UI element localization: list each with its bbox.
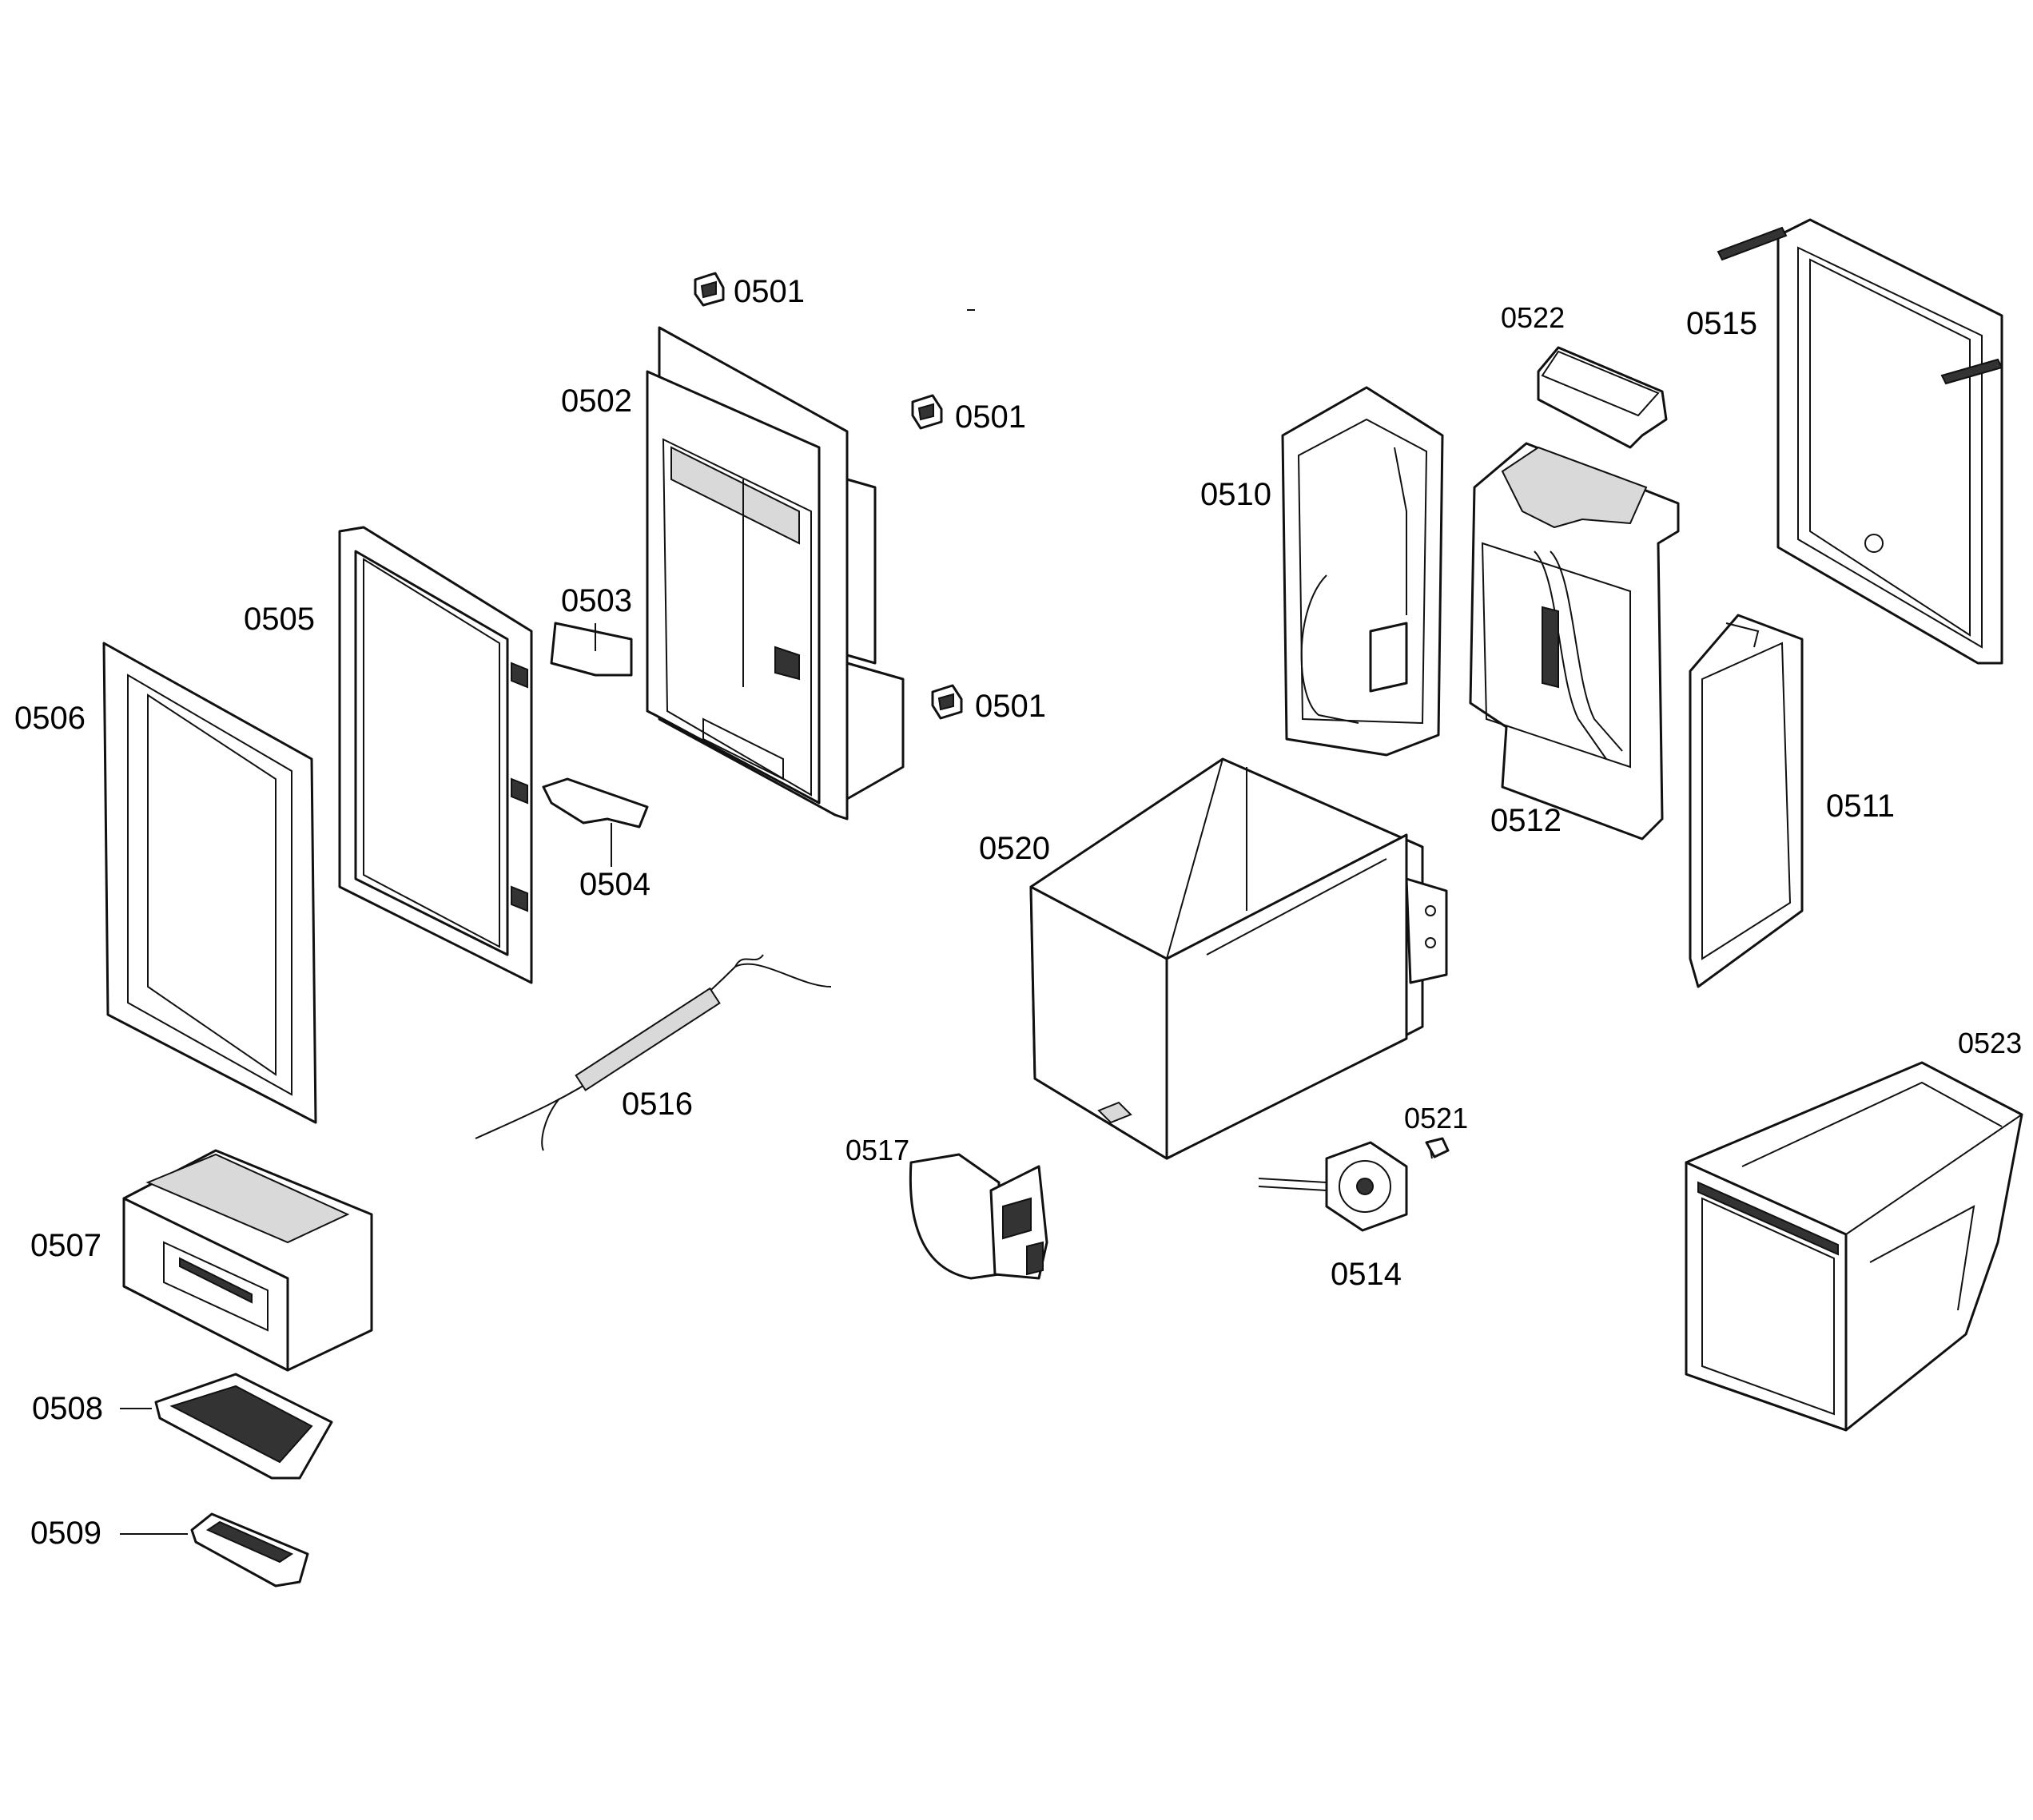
part-0501-clip-top <box>694 272 725 307</box>
label-0517: 0517 <box>845 1134 909 1166</box>
part-0517-actuator <box>909 1153 1048 1280</box>
part-0511-side-panel <box>1689 614 1804 988</box>
part-0515-door-panel <box>1717 218 2003 665</box>
label-0501-top: 0501 <box>734 274 805 309</box>
label-0506: 0506 <box>14 701 86 736</box>
label-0516: 0516 <box>622 1087 693 1122</box>
label-0514: 0514 <box>1331 1257 1402 1292</box>
part-0510-duct <box>1281 386 1444 757</box>
part-0502-dispenser-housing <box>646 326 905 821</box>
part-0512-evaporator-assembly <box>1469 442 1680 840</box>
part-0503-cover-plate <box>550 622 633 677</box>
label-0520: 0520 <box>979 831 1050 866</box>
label-0515: 0515 <box>1686 306 1757 341</box>
label-0523: 0523 <box>1958 1027 2022 1059</box>
part-0501-clip-mid <box>911 394 943 430</box>
part-0520-cabinet-box <box>1029 757 1448 1160</box>
part-0523-ice-bucket <box>1685 1061 2023 1432</box>
part-0516-wire-heater <box>475 954 832 1151</box>
label-0512: 0512 <box>1490 803 1562 838</box>
part-0507-dispenser-head <box>122 1149 373 1372</box>
label-0509: 0509 <box>30 1516 101 1551</box>
part-0521-screw <box>1425 1137 1450 1159</box>
part-0501-clip-bottom <box>931 684 963 720</box>
label-0510: 0510 <box>1200 477 1271 512</box>
part-0508-tray-grate <box>154 1373 333 1480</box>
part-0522-bracket <box>1537 346 1668 449</box>
part-0514-fan <box>1258 1141 1408 1232</box>
part-0505-inner-frame <box>338 526 533 984</box>
label-0503: 0503 <box>561 583 632 618</box>
label-0502: 0502 <box>561 383 632 419</box>
label-0521: 0521 <box>1404 1102 1468 1135</box>
label-0522: 0522 <box>1501 301 1565 334</box>
label-0501-bottom: 0501 <box>975 689 1046 724</box>
label-0505: 0505 <box>244 602 315 637</box>
part-0509-drip-insert <box>190 1512 309 1588</box>
part-0506-outer-frame <box>102 642 317 1124</box>
part-0504-small-plate <box>542 777 649 829</box>
label-0508: 0508 <box>32 1391 103 1426</box>
label-0504: 0504 <box>579 867 650 902</box>
label-0511: 0511 <box>1826 789 1895 824</box>
label-0501-mid: 0501 <box>955 399 1026 435</box>
label-0507: 0507 <box>30 1228 101 1263</box>
